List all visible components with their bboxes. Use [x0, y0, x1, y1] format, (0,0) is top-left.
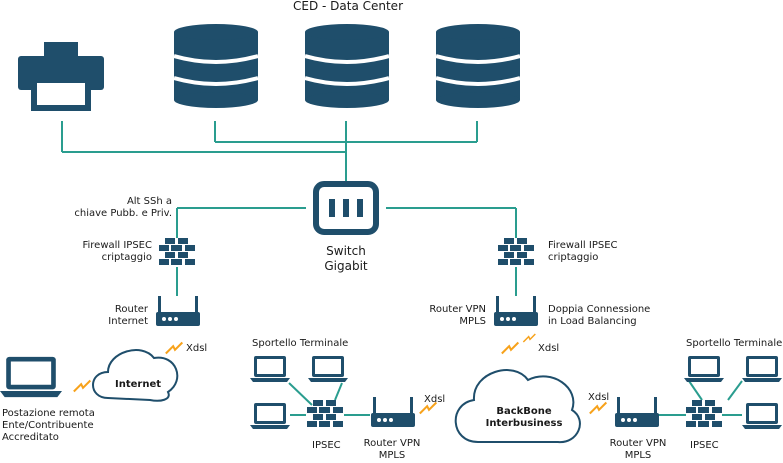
xdsl-label: Xdsl	[588, 392, 610, 403]
firewall-right-label: Firewall IPSEC criptaggio	[548, 240, 618, 264]
remote-line3: Accreditato	[2, 432, 59, 443]
load-balancing-label: Doppia Connessione in Load Balancing	[548, 304, 650, 328]
xdsl-link-icon	[72, 379, 92, 393]
switch-label-line1: Switch	[326, 244, 366, 258]
switch-icon	[313, 181, 379, 235]
firewall-icon	[498, 238, 534, 265]
xdsl-label: Xdsl	[538, 343, 560, 354]
router-icon	[371, 397, 415, 427]
load-balancing-line2: in Load Balancing	[548, 316, 637, 327]
router-icon	[615, 397, 659, 427]
xdsl-link-icon	[522, 333, 537, 343]
branch-left-router-line1: Router VPN	[363, 438, 421, 449]
branch-right-router-line1: Router VPN	[609, 438, 667, 449]
page-title: CED - Data Center	[292, 0, 403, 13]
firewall-icon	[159, 238, 195, 265]
firewall-left-line2: criptaggio	[101, 252, 152, 263]
laptop-icon	[250, 356, 290, 382]
branch-left-title: Sportello Terminale	[252, 338, 349, 349]
router-internet-label: Router Internet	[40, 304, 148, 328]
branch-right-ipsec-label: IPSEC	[690, 440, 719, 451]
cloud-icon	[454, 369, 581, 444]
router-vpn-label: Router VPN MPLS	[400, 304, 486, 328]
xdsl-link-icon	[588, 401, 608, 415]
backbone-cloud-label: BackBone Interbusiness	[472, 406, 576, 430]
laptop-icon	[742, 356, 782, 382]
router-vpn-line2: MPLS	[459, 316, 486, 327]
laptop-icon	[742, 403, 782, 429]
router-vpn-line1: Router VPN	[429, 304, 486, 315]
ssh-label-line1: Alt SSh a	[126, 196, 172, 207]
branch-left-router-label: Router VPN MPLS	[356, 438, 428, 462]
xdsl-link-icon	[500, 341, 520, 355]
internet-cloud-label: Internet	[114, 379, 161, 390]
load-balancing-line1: Doppia Connessione	[548, 304, 651, 315]
xdsl-link-icon	[164, 341, 184, 355]
backbone-line2: Interbusiness	[485, 418, 563, 429]
xdsl-label: Xdsl	[186, 343, 208, 354]
backbone-line1: BackBone	[496, 406, 552, 417]
branch-left-router-line2: MPLS	[378, 450, 406, 461]
database-icon	[305, 24, 389, 108]
firewall-right-line2: criptaggio	[548, 252, 599, 263]
printer-icon	[18, 42, 104, 111]
remote-line1: Postazione remota	[2, 408, 95, 419]
switch-label-line2: Gigabit	[324, 259, 368, 273]
remote-line2: Ente/Contribuente	[2, 420, 94, 431]
database-icon	[174, 24, 258, 108]
firewall-left-line1: Firewall IPSEC	[82, 240, 152, 251]
router-icon	[156, 296, 200, 326]
firewall-left-label: Firewall IPSEC criptaggio	[20, 240, 152, 264]
branch-right-router-line2: MPLS	[624, 450, 652, 461]
remote-station-label: Postazione remota Ente/Contribuente Accr…	[2, 408, 95, 444]
firewall-icon	[686, 400, 722, 427]
database-icon	[436, 24, 520, 108]
branch-right-router-label: Router VPN MPLS	[602, 438, 674, 462]
branch-right-title: Sportello Terminale	[686, 338, 783, 349]
ssh-label-line2: chiave Pubb. e Priv.	[74, 208, 172, 219]
laptop-icon	[308, 356, 348, 382]
firewall-right-line1: Firewall IPSEC	[548, 240, 618, 251]
ssh-label: Alt SSh a chiave Pubb. e Priv.	[20, 196, 172, 220]
router-internet-line1: Router	[114, 304, 148, 315]
switch-label: Switch Gigabit	[300, 244, 392, 274]
cloud-icon	[92, 349, 179, 402]
laptop-icon	[684, 356, 724, 382]
laptop-icon	[250, 403, 290, 429]
laptop-icon	[0, 356, 62, 398]
connection-lines	[61, 121, 743, 416]
xdsl-label: Xdsl	[424, 394, 446, 405]
branch-left-ipsec-label: IPSEC	[312, 440, 341, 451]
router-icon	[494, 296, 538, 326]
router-internet-line2: Internet	[108, 316, 148, 327]
